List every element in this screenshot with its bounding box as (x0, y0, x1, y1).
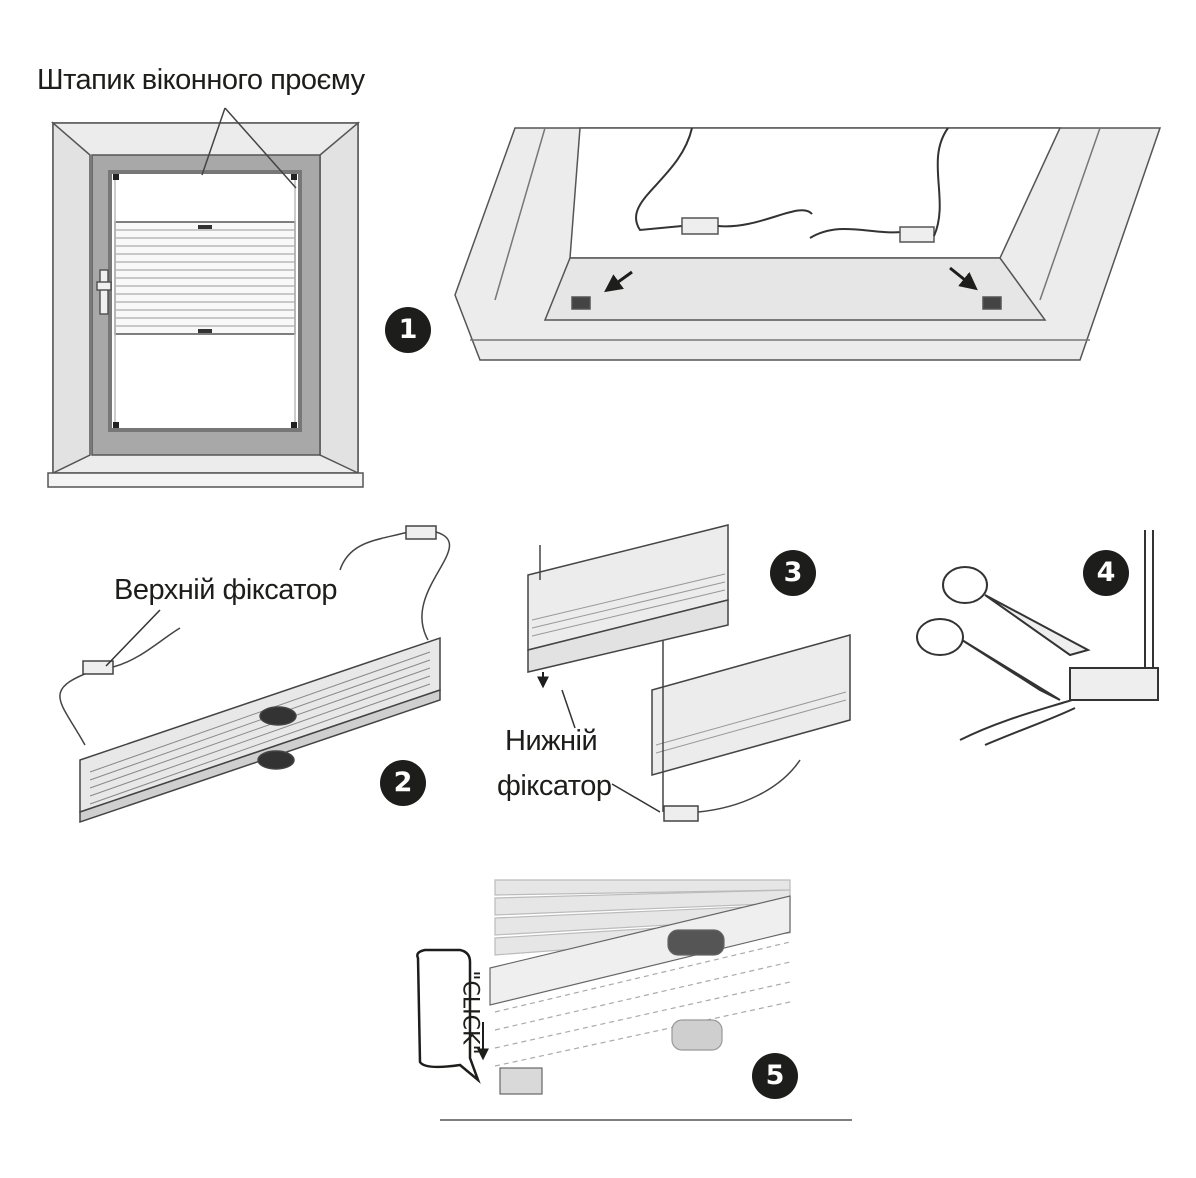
bottom-clip-label-line2: фіксатор (497, 770, 612, 802)
click-illustration (416, 879, 852, 1121)
bottom-clip-illustration (527, 524, 851, 822)
step-badge-4: 4 (1083, 550, 1129, 596)
step-badge-3: 3 (770, 550, 816, 596)
step-badge-5: 5 (752, 1053, 798, 1099)
step-badge-2: 2 (380, 760, 426, 806)
blind-rail-illustration (59, 525, 451, 824)
click-label: "CLICK" (457, 970, 483, 1055)
top-clip-label: Верхній фіксатор (114, 574, 338, 606)
step-badge-1: 1 (385, 307, 431, 353)
window-bead-label: Штапик віконного проєму (37, 64, 365, 96)
frame-clips-illustration (454, 127, 1162, 361)
window-illustration (47, 107, 364, 488)
bottom-clip-label-line1: Нижній (505, 725, 598, 757)
scissors-icon (916, 530, 1159, 746)
